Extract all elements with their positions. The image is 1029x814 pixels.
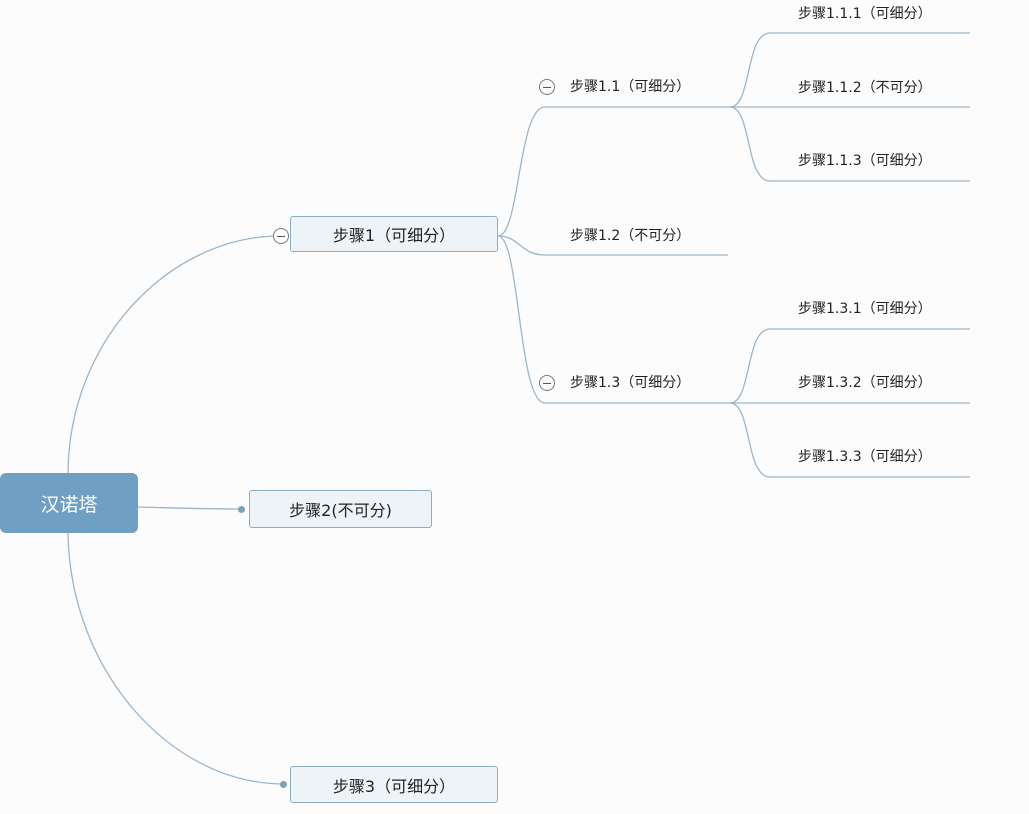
step1-1-1-node[interactable]: 步骤1.1.1（可细分） — [798, 6, 932, 22]
connector-root-step3 — [67, 532, 285, 785]
step1-1-3-node[interactable]: 步骤1.1.3（可细分） — [798, 153, 932, 169]
step1-2-node[interactable]: 步骤1.2（不可分） — [570, 228, 691, 244]
step2-label: 步骤2(不可分) — [289, 501, 392, 520]
connector-root-step1 — [67, 235, 281, 476]
connector-1-1-to-1-1-3 — [729, 106, 970, 182]
step3-label: 步骤3（可细分） — [332, 776, 456, 796]
connector-1-1-to-1-1-1 — [729, 32, 970, 108]
step1-1-2-node[interactable]: 步骤1.1.2（不可分） — [798, 80, 932, 96]
step1-node[interactable]: 步骤1（可细分） — [290, 216, 498, 252]
step1-label: 步骤1（可细分） — [332, 226, 456, 245]
connector-dot-step3 — [280, 781, 287, 788]
step1-3-node[interactable]: 步骤1.3（可细分） — [570, 375, 691, 391]
step3-node[interactable]: 步骤3（可细分） — [290, 766, 498, 803]
collapse-step1-icon[interactable] — [273, 228, 289, 244]
step1-3-3-node[interactable]: 步骤1.3.3（可细分） — [798, 449, 932, 465]
root-node[interactable]: 汉诺塔 — [0, 473, 138, 533]
collapse-step1-1-icon[interactable] — [539, 79, 555, 95]
connector-step1-1-3 — [497, 235, 730, 404]
step1-1-node[interactable]: 步骤1.1（可细分） — [570, 79, 691, 95]
connector-step1-1-2 — [497, 235, 728, 256]
step2-node[interactable]: 步骤2(不可分) — [249, 490, 432, 528]
connector-dot-step2 — [238, 506, 245, 513]
collapse-step1-3-icon[interactable] — [539, 375, 555, 391]
step1-3-1-node[interactable]: 步骤1.3.1（可细分） — [798, 301, 932, 317]
connector-root-step2 — [137, 506, 243, 510]
connector-step1-1-1 — [497, 106, 730, 237]
root-label: 汉诺塔 — [40, 493, 98, 516]
connector-1-3-to-1-3-3 — [729, 402, 970, 478]
connector-1-3-to-1-3-1 — [729, 328, 970, 404]
step1-3-2-node[interactable]: 步骤1.3.2（可细分） — [798, 375, 932, 391]
